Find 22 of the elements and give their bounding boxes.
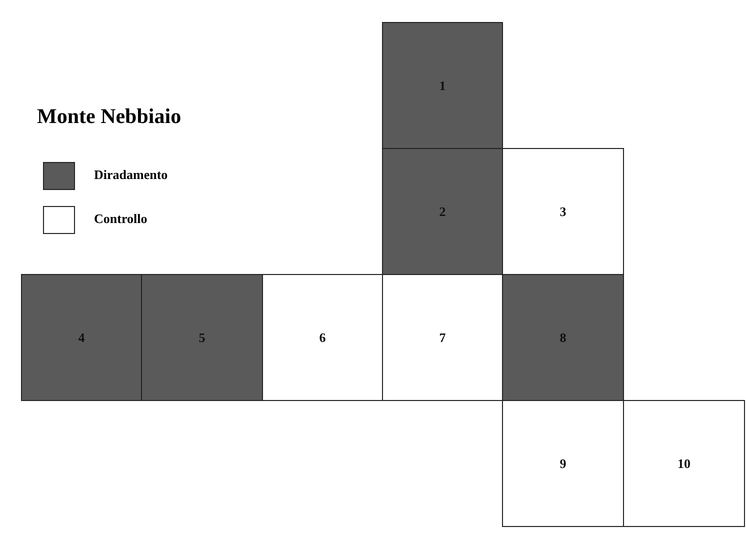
plot-square xyxy=(502,148,624,275)
plot-number: 6 xyxy=(319,330,326,346)
plot-number: 1 xyxy=(439,78,446,94)
plot-number: 7 xyxy=(439,330,446,346)
plot-square xyxy=(382,148,503,275)
legend-label: Diradamento xyxy=(94,167,168,183)
plot-square xyxy=(502,274,624,401)
plot-square xyxy=(623,400,745,527)
plot-square xyxy=(141,274,263,401)
plot-number: 4 xyxy=(78,330,85,346)
plot-number: 5 xyxy=(198,330,206,346)
legend-label: Controllo xyxy=(94,211,148,227)
plot-square xyxy=(382,22,503,149)
plot-square xyxy=(502,400,624,527)
plot-square xyxy=(262,274,383,401)
plot-number: 2 xyxy=(439,204,446,220)
plot-number: 3 xyxy=(560,204,566,220)
plot-number: 10 xyxy=(678,456,690,472)
plot-number: 8 xyxy=(560,330,566,346)
plot-number: 9 xyxy=(560,456,566,472)
map-title: Monte Nebbiaio xyxy=(37,104,182,129)
plot-square xyxy=(21,274,142,401)
